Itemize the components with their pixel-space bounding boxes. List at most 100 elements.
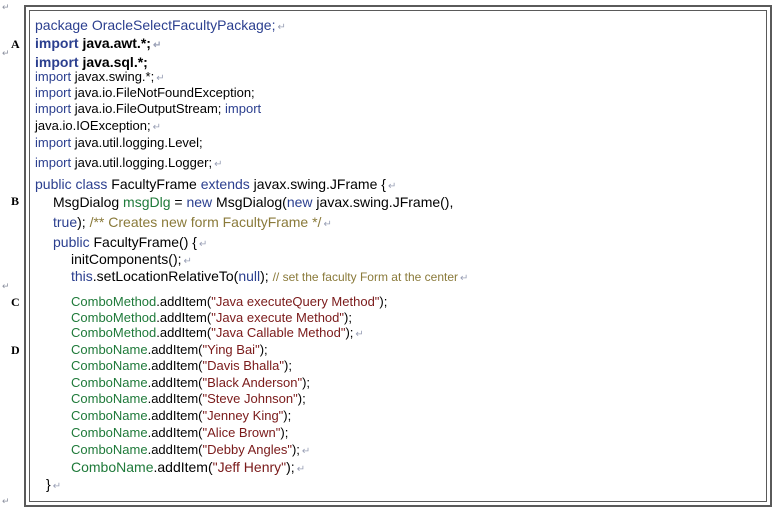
method-call: .setLocationRelativeTo( [92,268,239,284]
method-call: .addItem( [156,310,212,325]
method-call: initComponents(); [71,251,182,267]
punctuation: ); [280,425,289,440]
extends-keyword: extends [200,176,250,192]
string-literal: "Steve Johnson" [202,391,298,406]
combo-object: ComboName [71,442,148,457]
code-line-comboname-item: ComboName.addItem("Black Anderson"); [71,375,310,391]
combo-object: ComboName [71,391,148,406]
para-mark: ↵ [387,181,397,192]
import-path: java.util.logging.Level; [71,135,203,150]
import-keyword: import [35,101,72,116]
method-call: .addItem( [147,375,203,390]
code-line-comboname-item: ComboName.addItem("Davis Bhalla"); [71,358,292,374]
code-line-comboname-item: ComboName.addItem("Alice Brown"); [71,425,288,441]
edge-para-mark: ↵ [2,496,10,506]
method-call: .addItem( [147,342,203,357]
code-line-class-declaration: public class FacultyFrame extends javax.… [35,176,396,195]
import-keyword: import [35,54,79,70]
code-line-setlocation: this.setLocationRelativeTo(null); // set… [71,268,468,287]
para-mark: ↵ [198,239,208,250]
code-line-initcomponents: initComponents();↵ [71,251,192,270]
edge-para-mark: ↵ [2,281,10,291]
code-line-comboname-item: ComboName.addItem("Jenney King"); [71,408,291,424]
method-call: .addItem( [147,425,203,440]
punctuation: ); [297,391,306,406]
code-line-import-logger: import java.util.logging.Logger;↵ [35,155,222,173]
string-literal: "Jeff Henry" [212,459,287,475]
class-keyword: public class [35,176,108,192]
para-mark: ↵ [152,40,162,51]
punctuation: ); [284,358,292,373]
string-literal: "Black Anderson" [202,375,303,390]
import-path: java.io.IOException; [35,118,151,133]
import-path: java.awt.*; [78,35,151,51]
punctuation: ); [302,375,311,390]
combo-object: ComboMethod [71,325,157,340]
code-line-package: package OracleSelectFacultyPackage;↵ [35,17,286,36]
superclass: javax.swing.JFrame { [249,176,386,192]
para-mark: ↵ [277,22,286,33]
true-keyword: true [53,214,78,230]
assignment: = [170,194,187,210]
method-call: .addItem( [153,459,213,475]
punctuation: ); [260,268,273,284]
para-mark: ↵ [214,159,223,170]
import-keyword: import [35,155,72,170]
code-line-constructor: public FacultyFrame() {↵ [53,234,207,253]
code-listing-frame [24,5,772,507]
method-call: .addItem( [147,408,203,423]
para-mark: ↵ [52,481,62,492]
import-path: java.util.logging.Logger; [71,155,213,170]
combo-object: ComboName [71,342,148,357]
code-line-closing-brace: }↵ [46,476,61,495]
constructor-call: MsgDialog( [212,194,287,210]
closing-brace: } [46,476,51,492]
type-name: MsgDialog [53,194,124,210]
code-line-import-fileoutputstream: import java.io.FileOutputStream; import [35,101,261,117]
method-call: .addItem( [147,442,203,457]
punctuation: ); [345,325,354,340]
import-path: javax.swing.*; [71,69,155,84]
string-literal: "Jenney King" [202,408,284,423]
string-literal: "Java executeQuery Method" [211,294,380,309]
combo-object: ComboName [71,425,148,440]
import-path: java.io.FileNotFoundException; [71,85,255,100]
import-path: java.sql.*; [78,54,148,70]
import-keyword: import [225,101,262,116]
code-line-import-filenotfound: import java.io.FileNotFoundException; [35,85,255,101]
para-mark: ↵ [355,329,364,340]
class-name: FacultyFrame [107,176,201,192]
code-line-combomethod-item: ComboMethod.addItem("Java execute Method… [71,310,352,326]
para-mark: ↵ [296,464,306,475]
code-line-import-sql: import java.sql.*; [35,54,148,70]
code-line-comboname-item: ComboName.addItem("Ying Bai"); [71,342,268,358]
import-path: java.io.FileOutputStream; [71,101,226,116]
punctuation: ); [286,459,295,475]
marker-b: B [11,194,20,208]
import-keyword: import [35,85,72,100]
constructor-signature: FacultyFrame() { [89,234,197,250]
para-mark: ↵ [183,256,192,267]
null-keyword: null [238,268,261,284]
punctuation: ); [77,214,90,230]
this-keyword: this [71,268,93,284]
code-line-msgdialog: MsgDialog msgDlg = new MsgDialog(new jav… [53,194,453,210]
code-line-comboname-item: ComboName.addItem("Jeff Henry");↵ [71,459,305,478]
method-call: .addItem( [156,294,212,309]
code-line-comboname-item: ComboName.addItem("Steve Johnson"); [71,391,306,407]
string-literal: "Debby Angles" [202,442,292,457]
import-keyword: import [35,35,79,51]
code-line-import-awt: import java.awt.*;↵ [35,35,161,54]
code-line-combomethod-item: ComboMethod.addItem("Java Callable Metho… [71,325,364,343]
para-mark: ↵ [156,73,165,84]
package-declaration: package OracleSelectFacultyPackage; [35,17,276,33]
para-mark: ↵ [301,446,311,457]
combo-object: ComboName [71,459,154,475]
combo-object: ComboName [71,408,148,423]
line-comment: // set the faculty Form at the center [272,270,458,284]
string-literal: "Ying Bai" [202,342,260,357]
string-literal: "Java execute Method" [211,310,345,325]
import-keyword: import [35,69,72,84]
edge-para-mark: ↵ [2,2,10,12]
string-literal: "Alice Brown" [202,425,281,440]
